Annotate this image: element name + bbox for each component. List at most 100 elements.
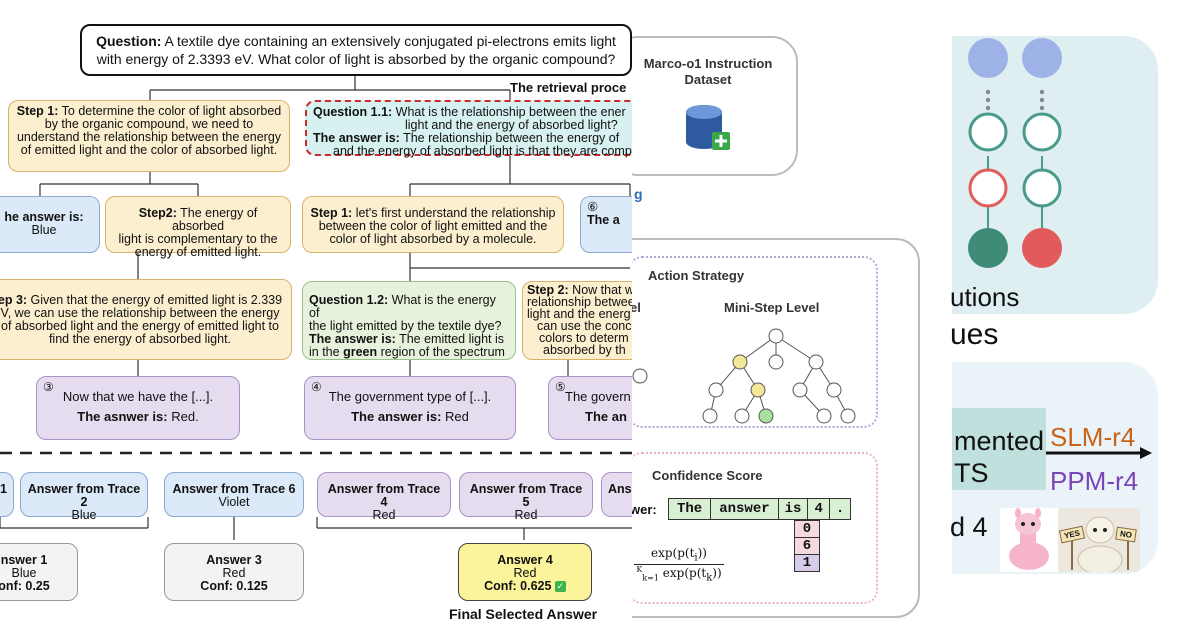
step3-line-1: Given that the energy of emitted light i… <box>27 293 283 307</box>
arrow-icon <box>1046 447 1152 459</box>
yes-no-alpaca-icon: YES NO <box>1058 508 1140 572</box>
retrieval-label: The retrieval proce <box>510 80 627 95</box>
q12-answer-2a: in the <box>309 345 344 359</box>
final-answer-1-value: Blue <box>11 566 37 580</box>
trace5-box: ⑤ The govern The an <box>548 376 632 440</box>
dataset-title-1: Marco-o1 Instruction <box>643 56 773 71</box>
token-2: answer <box>711 499 779 519</box>
q11-text-1: What is the relationship between the ene… <box>392 105 626 119</box>
step2b-box: Step 2: Now that w relationship betwee l… <box>522 281 632 360</box>
question-box: Question: A textile dye containing an ex… <box>80 24 632 76</box>
step3-line-2: V, we can use the relationship between t… <box>0 306 280 320</box>
dataset-title-2: Dataset <box>684 72 732 87</box>
step1-label: Step 1: <box>16 104 59 118</box>
round-4-partial-text: d 4 <box>950 512 988 542</box>
dataset-box: Marco-o1 Instruction Dataset <box>632 36 798 176</box>
step2b-line-3: light and the energ <box>527 307 631 321</box>
answer-trace-2-value: Blue <box>71 508 97 522</box>
step2b-line-2: relationship betwee <box>527 295 632 309</box>
answer-trace-x-title: Ans <box>608 482 632 496</box>
answer-trace-6-value: Violet <box>218 495 250 509</box>
formula-den-index: k=1 <box>642 573 659 583</box>
step3-box: ep 3: Given that the energy of emitted l… <box>0 279 292 360</box>
ppm-label: PPM-r4 <box>1050 466 1139 496</box>
answer-prefix-label: wer: <box>632 502 657 517</box>
answer-trace-1-box: 1 <box>0 472 14 517</box>
answer-trace-2-title: Answer from Trace 2 <box>27 482 141 509</box>
database-icon <box>686 105 730 150</box>
q11-answer-label: The answer is: <box>313 131 400 145</box>
step2-line-2: light is complementary to the <box>118 232 278 246</box>
step3-line-4: find the energy of absorbed light. <box>48 332 232 346</box>
answer-trace-2-box: Answer from Trace 2 Blue <box>20 472 148 522</box>
partial-el-text: el <box>632 300 641 315</box>
mini-step-tree <box>632 328 856 424</box>
answer-trace-4-box: Answer from Trace 4 Red <box>317 472 451 522</box>
step1-line-1: To determine the color of light absorbed <box>58 104 282 118</box>
final-answer-4-box: Answer 4 Red Conf: 0.625 ✓ <box>458 543 592 601</box>
final-answer-3-box: Answer 3 Red Conf: 0.125 <box>164 543 304 601</box>
mid-step1-line-1: let's first understand the relationship <box>352 206 556 220</box>
formula-num-sub: i <box>694 552 698 564</box>
answer-blue-value: Blue <box>31 223 57 237</box>
trace3-answer-value: Red. <box>167 409 199 424</box>
q11-answer-2: and the energy of absorbed light is that… <box>333 144 632 158</box>
step2-line-1: The energy of absorbed <box>171 206 258 233</box>
step3-label: ep 3: <box>0 293 28 307</box>
step2b-line-6: absorbed by th <box>543 343 626 357</box>
answer-trace-4-title: Answer from Trace 4 <box>327 482 441 509</box>
token-row: The answer is 4 . <box>668 498 852 520</box>
mid-step1-box: Step 1: let's first understand the relat… <box>302 196 564 253</box>
final-answer-4-value: Red <box>513 566 537 580</box>
question-text-1: A textile dye containing an extensively … <box>161 33 616 49</box>
candidate-stack: 0 6 1 <box>794 520 820 572</box>
candidate-3: 1 <box>795 555 819 571</box>
trace3-number: ③ <box>43 380 54 394</box>
answer-trace-5-box: Answer from Trace 5 Red <box>459 472 593 522</box>
softmax-formula: exp(p(ti)) Kk=1 exp(p(tk)) <box>634 546 724 584</box>
final-answer-4-title: Answer 4 <box>497 553 553 567</box>
final-answer-3-title: Answer 3 <box>206 553 262 567</box>
step2b-label: Step 2: <box>527 283 569 297</box>
final-answer-4-conf: Conf: 0.625 <box>484 579 552 593</box>
action-strategy-title: Action Strategy <box>648 268 745 283</box>
q12-text-1: What is the energy of <box>309 293 496 320</box>
answer-trace-6-box: Answer from Trace 6 Violet <box>164 472 304 517</box>
answer-trace-1-title: 1 <box>0 482 7 496</box>
answer-blue-box: he answer is: Blue <box>0 196 100 253</box>
q11-label: Question 1.1: <box>313 105 393 119</box>
step2b-line-4: can use the conc <box>537 319 632 333</box>
pink-alpaca-icon <box>1000 508 1058 572</box>
mid-step1-label: Step 1: <box>310 206 353 220</box>
trace4-text: The government type of [...]. <box>328 389 492 404</box>
answer-trace-5-value: Red <box>514 508 538 522</box>
final-answer-3-value: Red <box>222 566 246 580</box>
action-confidence-box <box>632 238 920 618</box>
step1-line-3: understand the relationship between the … <box>16 130 282 144</box>
step2b-line-1: Now that w <box>568 283 632 297</box>
question-label: Question: <box>96 33 162 49</box>
trace6-partial-box: ⑥ The a <box>580 196 632 253</box>
mented-highlight <box>952 408 1046 490</box>
alpaca-figure-icon <box>1071 516 1129 572</box>
token-4: 4 <box>808 499 830 519</box>
augmented-partial-text: mented <box>954 426 1045 456</box>
answer-trace-x-box: Ans <box>601 472 632 517</box>
trace3-text: Now that we have the [...]. <box>62 389 214 404</box>
formula-den-k: K <box>636 565 643 575</box>
trace5-number: ⑤ <box>555 380 566 394</box>
partial-g-text: g <box>634 186 643 202</box>
formula-den-sub: k <box>706 572 713 584</box>
answer-blue-label: he answer is: <box>4 210 84 224</box>
values-partial-text: ues <box>950 318 999 351</box>
token-5: . <box>835 501 845 517</box>
question-1-2-box: Question 1.2: What is the energy of the … <box>302 281 516 360</box>
trace5-answer-label: The an <box>585 409 627 424</box>
step2-line-3: energy of emitted light. <box>134 245 262 259</box>
q12-answer-label: The answer is: <box>309 332 396 346</box>
mid-step1-line-3: color of light absorbed by a molecule. <box>329 232 537 246</box>
step1-line-2: by the organic compound, we need to <box>44 117 254 131</box>
question-text-2: with energy of 2.3393 eV. What color of … <box>96 51 616 67</box>
answer-trace-6-title: Answer from Trace 6 <box>172 482 296 496</box>
action-strategy-box: Action Strategy el Mini-Step Level <box>632 256 878 428</box>
